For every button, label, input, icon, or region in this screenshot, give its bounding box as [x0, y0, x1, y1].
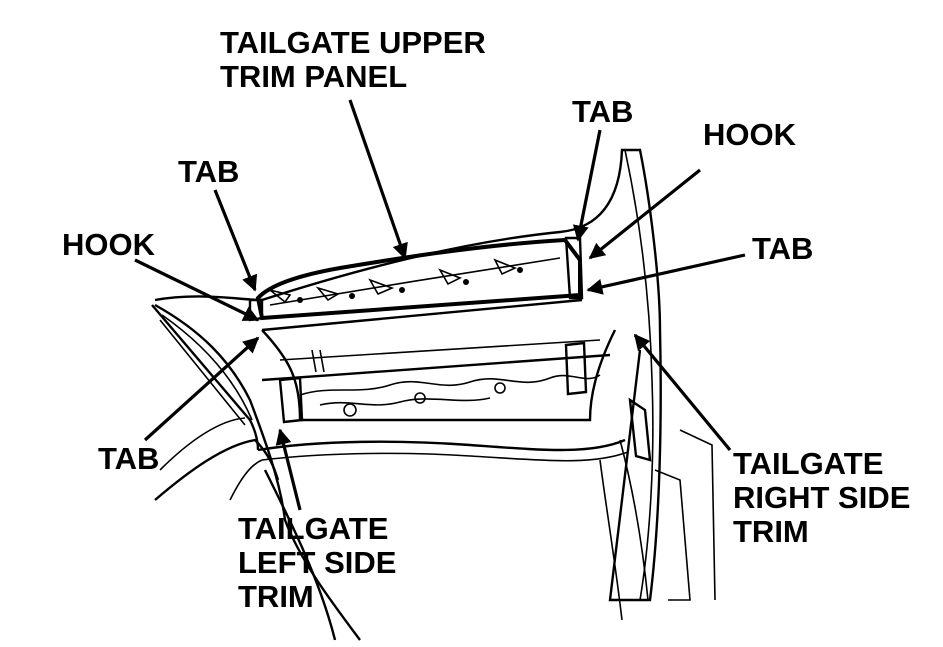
leader-tab-top-right: [572, 129, 602, 242]
right-side-trim-label: TAILGATE RIGHT SIDE TRIM: [733, 446, 911, 549]
leader-upper-panel: [348, 99, 408, 260]
upper-trim-panel: [248, 236, 584, 332]
tab-top-left-label: TAB: [178, 154, 240, 189]
leader-left-side-trim: [275, 428, 302, 511]
leader-tab-top-left: [213, 189, 258, 292]
leader-lines: [134, 99, 746, 511]
tab-right-label: TAB: [752, 231, 814, 266]
tab-top-right-label: TAB: [572, 94, 634, 129]
upper-trim-panel-label: TAILGATE UPPER TRIM PANEL: [220, 25, 486, 94]
leader-right-side-trim: [633, 333, 732, 452]
hook-left-label: HOOK: [62, 227, 155, 262]
hook-top-right-label: HOOK: [703, 117, 796, 152]
leader-hook-left: [134, 258, 260, 322]
tailgate-shell: [151, 148, 716, 641]
leader-tab-right: [586, 253, 746, 295]
tailgate-opening: [261, 329, 617, 424]
tab-bottom-left-label: TAB: [98, 441, 160, 476]
leader-tab-bottom-left: [143, 336, 260, 442]
left-side-trim-label: TAILGATE LEFT SIDE TRIM: [238, 511, 397, 614]
leader-hook-top-right: [588, 168, 701, 260]
